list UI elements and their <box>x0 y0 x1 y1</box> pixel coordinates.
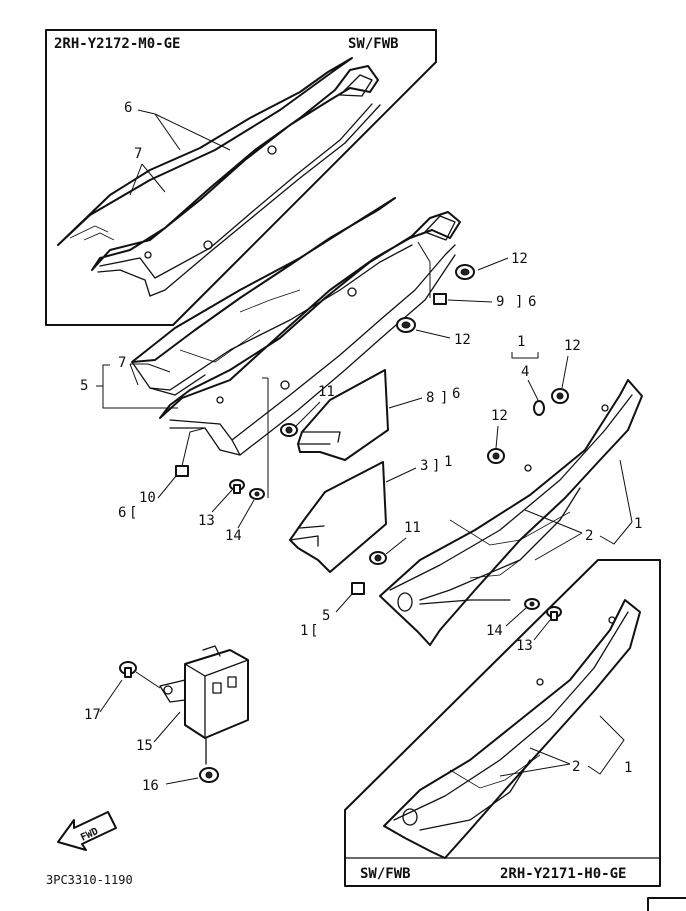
callout-6-a: 6 <box>528 294 536 310</box>
callout-11-b: 11 <box>404 520 421 536</box>
bottom-inset-border <box>344 559 661 887</box>
clip-10 <box>175 465 189 477</box>
callout-10: 10 <box>139 490 156 506</box>
callout-12-c: 12 <box>491 408 508 424</box>
callout-6-main: 5 <box>80 378 88 394</box>
callout-14-b: 14 <box>486 623 503 639</box>
frame-rail <box>159 211 461 419</box>
bolt-17 <box>119 661 137 678</box>
bottom-inset-variant: SW/FWB <box>360 866 411 882</box>
callout-13-b: 13 <box>516 638 533 654</box>
bottom-inset-side-cover <box>383 599 641 859</box>
callout-8: 8 <box>426 390 434 406</box>
main-side-cover-assembly <box>131 197 461 498</box>
washer-14-left <box>249 488 265 500</box>
bolt-13-left <box>229 479 245 494</box>
callout-9: 9 <box>496 294 504 310</box>
callout-4: 4 <box>521 364 529 380</box>
callout-2: 2 <box>585 528 593 544</box>
clip-9 <box>433 293 447 305</box>
top-inset-variant: SW/FWB <box>348 36 399 52</box>
callout-12-d: 12 <box>564 338 581 354</box>
callout-16: 16 <box>142 778 159 794</box>
callout-6-b: 6 <box>452 386 460 402</box>
grommet-12-right <box>551 388 569 404</box>
top-inset-code: 2RH-Y2172-M0-GE <box>54 36 180 52</box>
grommet-11-upper <box>280 423 298 437</box>
inner-panel-8 <box>297 369 389 461</box>
top-inset-side-cover <box>57 57 353 246</box>
callout-11-a: 11 <box>318 384 335 400</box>
bracket-5: [ <box>310 623 318 639</box>
callout-13-a: 13 <box>198 513 215 529</box>
right-side-cover <box>379 379 643 646</box>
grommet-12-middle <box>396 317 416 333</box>
bolt-13-right <box>546 606 562 621</box>
callout-1-d: 1 <box>300 623 308 639</box>
bottom-inset: SW/FWB 2RH-Y2171-H0-GE 2 1 <box>344 559 661 887</box>
clip-5 <box>351 582 365 595</box>
top-inset: 2RH-Y2172-M0-GE SW/FWB 6 7 <box>45 29 437 326</box>
top-inset-callout-6: 6 <box>124 100 132 116</box>
clip-4 <box>533 400 545 416</box>
washer-14-right <box>524 598 540 610</box>
callout-1-top: 1 <box>517 334 525 350</box>
callout-1-b: 1 <box>444 454 452 470</box>
callout-17: 17 <box>84 707 101 723</box>
callout-1-c: 1 <box>634 516 642 532</box>
callout-12-a: 12 <box>511 251 528 267</box>
callout-6-c: 6 <box>118 505 126 521</box>
bottom-inset-callout-2: 2 <box>572 759 580 775</box>
grommet-11-lower <box>369 551 387 565</box>
grommet-12-right-lower <box>487 448 505 464</box>
corner-mark <box>647 897 686 911</box>
bottom-inset-callout-1: 1 <box>624 760 632 776</box>
left-side-cover <box>131 197 396 363</box>
grommet-16 <box>199 767 219 783</box>
relay-module-15 <box>159 645 249 765</box>
top-inset-frame-rail <box>91 65 379 271</box>
callout-14-a: 14 <box>225 528 242 544</box>
bracket-10: [ <box>129 505 137 521</box>
callout-3: 3 <box>420 458 428 474</box>
callout-12-b: 12 <box>454 332 471 348</box>
bracket-3: ] <box>432 458 440 474</box>
top-inset-border <box>45 29 437 326</box>
bracket-9: ] <box>515 294 523 310</box>
fwd-arrow: FWD <box>57 811 117 851</box>
grommet-12-upper <box>455 264 475 280</box>
bracket-8: ] <box>440 390 448 406</box>
inner-panel-3 <box>289 461 387 573</box>
callout-15: 15 <box>136 738 153 754</box>
bottom-inset-code: 2RH-Y2171-H0-GE <box>500 866 626 882</box>
figure-code: 3PC3310-1190 <box>46 873 133 887</box>
top-inset-callout-7: 7 <box>134 146 142 162</box>
callout-7: 7 <box>118 355 126 371</box>
callout-5: 5 <box>322 608 330 624</box>
